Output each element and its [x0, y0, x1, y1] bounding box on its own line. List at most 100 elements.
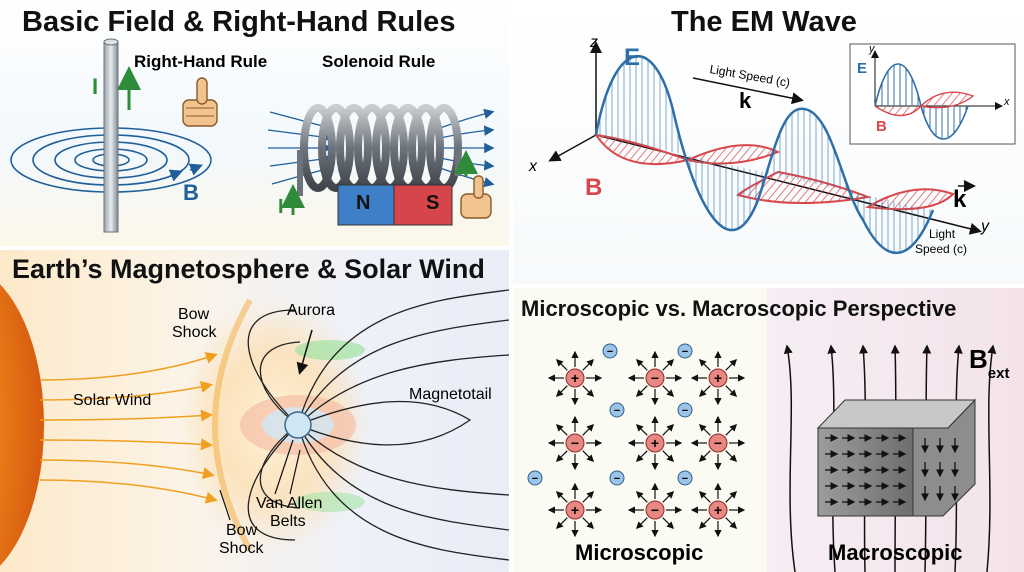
- solenoid-current-label: I: [278, 196, 284, 218]
- magnetosphere-diagram: [0, 284, 509, 566]
- k-top-label: k: [739, 88, 752, 113]
- electron: [677, 470, 693, 486]
- sun: [0, 284, 44, 566]
- light-speed-bottom-2: Speed (c): [915, 242, 968, 256]
- van-allen-label-2: Belts: [270, 513, 306, 530]
- bow-shock-top-label-1: Bow: [178, 306, 210, 323]
- light-speed-bottom-1: Light: [929, 227, 956, 241]
- charge-sign: +: [571, 370, 579, 386]
- field-arrow: [662, 358, 675, 371]
- field-arrow: [725, 450, 738, 463]
- thumbs-up-hand-icon-2: [460, 175, 492, 219]
- em-wave-diagram: [548, 41, 1016, 254]
- ion-charge: [565, 433, 585, 453]
- electron-sign: −: [682, 346, 688, 358]
- current-label: I: [92, 74, 99, 99]
- field-arrow: [698, 423, 711, 436]
- inset-axis-x: x: [1004, 96, 1010, 108]
- b-ext-label: Bext: [969, 344, 1009, 382]
- electron: [609, 402, 625, 418]
- ion-charge: [645, 500, 665, 520]
- thumbs-up-hand-icon: [182, 77, 218, 127]
- ion-charge: [645, 433, 665, 453]
- aurora-glow: [295, 340, 365, 360]
- magnetic-field-lines: [247, 289, 509, 561]
- axis-y-label: y: [981, 218, 989, 235]
- electron: [677, 343, 693, 359]
- field-arrow: [662, 385, 675, 398]
- micro-macro-diagram: +−+−+−+−+−−−−−−−: [527, 343, 997, 572]
- field-arrow: [662, 517, 675, 530]
- microscopic-label: Microscopic: [575, 540, 704, 565]
- b-field-label: B: [585, 174, 603, 201]
- field-arrow: [698, 517, 711, 530]
- current-wire: [103, 41, 119, 233]
- field-arrow: [555, 385, 568, 398]
- field-arrow: [635, 517, 648, 530]
- charge-sign: −: [651, 502, 659, 518]
- field-arrow: [725, 358, 738, 371]
- field-arrow: [555, 450, 568, 463]
- field-arrow: [662, 490, 675, 503]
- microscopic-lattice: +−+−+−+−+−−−−−−−: [527, 343, 746, 538]
- field-arrow: [698, 450, 711, 463]
- panel-basic-field: Basic Field & Right-Hand Rules Right-Han…: [0, 0, 509, 246]
- ion-charge: [708, 433, 728, 453]
- field-arrow: [635, 490, 648, 503]
- electron-sign: −: [614, 473, 620, 485]
- field-arrow: [725, 517, 738, 530]
- e-field-label: E: [624, 44, 641, 71]
- electron: [527, 470, 543, 486]
- field-arrow: [635, 358, 648, 371]
- field-rules-diagram: [10, 38, 495, 233]
- field-arrow: [698, 358, 711, 371]
- bar-magnet: [337, 184, 453, 226]
- aurora-label: Aurora: [287, 302, 336, 319]
- wave-inset-box: [849, 43, 1016, 145]
- electron-sign: −: [682, 405, 688, 417]
- bow-shock-bottom-label-1: Bow: [226, 522, 258, 539]
- field-arrow: [582, 450, 595, 463]
- panel-title: Microscopic vs. Macroscopic Perspective: [521, 296, 957, 321]
- panel-title: The EM Wave: [671, 6, 857, 38]
- field-arrow: [635, 423, 648, 436]
- electron: [602, 343, 618, 359]
- field-arrow: [635, 385, 648, 398]
- field-arrow: [582, 358, 595, 371]
- solar-wind-label: Solar Wind: [73, 392, 152, 409]
- panel-micro-macro: Microscopic vs. Macroscopic Perspective …: [513, 288, 1024, 572]
- ion-charge: [708, 500, 728, 520]
- field-label: B: [183, 180, 199, 205]
- magnet-south-label: S: [426, 192, 440, 214]
- field-arrow: [555, 490, 568, 503]
- solar-wind-streams: [39, 352, 218, 504]
- electron: [677, 402, 693, 418]
- electron: [609, 470, 625, 486]
- ion-charge: [565, 368, 585, 388]
- ion-charge: [565, 500, 585, 520]
- field-arrow: [662, 423, 675, 436]
- macroscopic-label: Macroscopic: [828, 540, 963, 565]
- panel-title: Basic Field & Right-Hand Rules: [22, 6, 456, 38]
- van-allen-label-1: Van Allen: [256, 495, 323, 512]
- panel-em-wave: The EM Wave z x y: [513, 0, 1024, 284]
- panel-magnetosphere: Earth’s Magnetosphere & Solar Wind: [0, 250, 509, 572]
- charge-sign: −: [571, 435, 579, 451]
- domain-arrows: [825, 434, 959, 506]
- inset-axis-y: y: [869, 43, 875, 55]
- field-arrow: [698, 490, 711, 503]
- field-arrow: [698, 385, 711, 398]
- ion-charge: [645, 368, 665, 388]
- k-right-label: k: [953, 186, 967, 213]
- field-arrow: [582, 385, 595, 398]
- magnet-north-label: N: [356, 192, 371, 214]
- field-arrow: [555, 423, 568, 436]
- field-arrow: [555, 517, 568, 530]
- panel-title: Earth’s Magnetosphere & Solar Wind: [12, 254, 485, 284]
- field-arrow: [725, 385, 738, 398]
- field-arrow: [582, 517, 595, 530]
- field-arrow: [725, 423, 738, 436]
- e-field-wave: [594, 55, 935, 254]
- electron-sign: −: [607, 346, 613, 358]
- field-arrow: [725, 490, 738, 503]
